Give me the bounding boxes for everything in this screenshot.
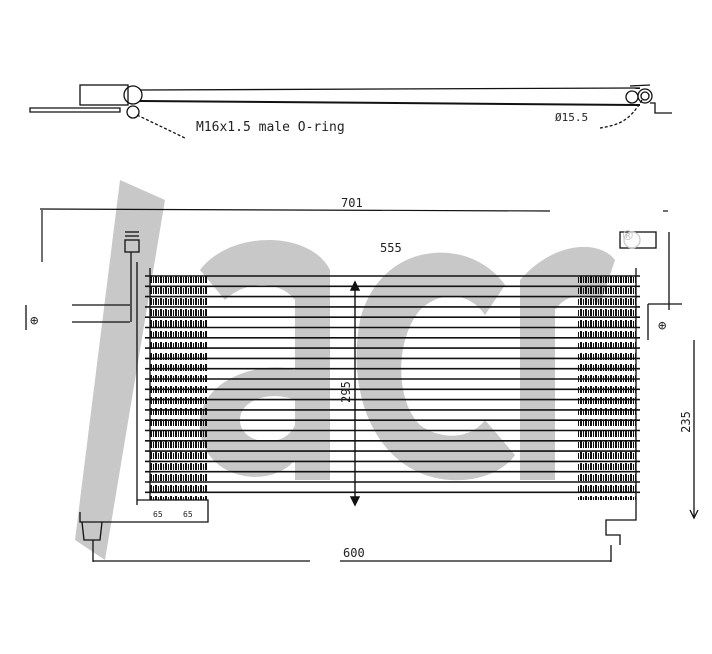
- condenser-core: [145, 268, 640, 500]
- left-header: ⊕: [25, 231, 209, 562]
- diameter-label: Ø15.5: [555, 111, 589, 124]
- overall-width-label: 701: [341, 196, 363, 210]
- bracket-spacing-label: 600: [343, 546, 365, 560]
- core-width-label: 555: [380, 241, 402, 255]
- bracket-left-a-label: 65: [153, 510, 163, 519]
- fitting-label: M16x1.5 male O-ring: [196, 120, 345, 135]
- bracket-left-b-label: 65: [183, 510, 193, 519]
- top-view-pipe: [29, 84, 672, 139]
- svg-text:⊕: ⊕: [658, 318, 667, 334]
- side-height-label: 235: [678, 411, 693, 433]
- svg-text:⊕: ⊕: [30, 313, 39, 329]
- right-header: ⊕: [605, 231, 699, 562]
- core-height-label: 295: [338, 381, 353, 403]
- registered-mark: ®: [623, 226, 633, 245]
- dimension-core-height: [349, 280, 361, 507]
- dimension-overall-width: [39, 208, 668, 262]
